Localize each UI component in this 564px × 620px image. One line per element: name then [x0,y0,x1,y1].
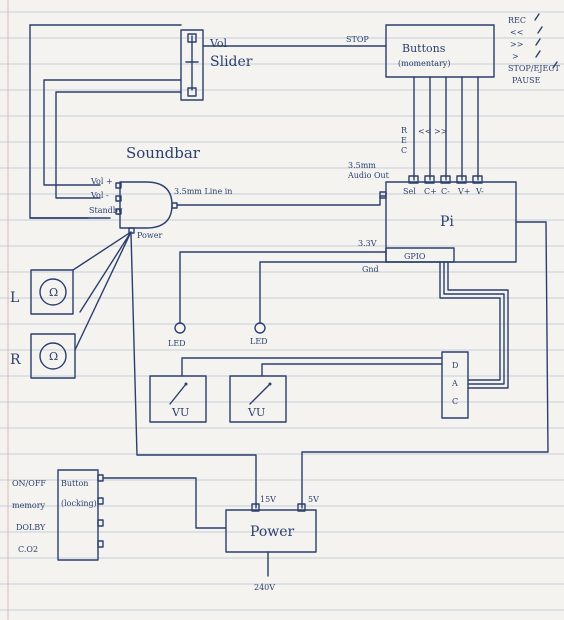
amp-pin-vol-minus [115,195,122,202]
buttons-box-subtitle: (momentary) [398,59,450,68]
dac-vu-left-wire [181,357,443,377]
led-left-wire [179,251,387,323]
pi-label: Pi [440,214,454,230]
vu-meter-left [149,375,207,423]
switch-label-on-off: ON/OFF [12,479,46,488]
switch-pin-1 [97,474,104,482]
pi-pin-v-minus: V- [475,187,484,196]
legend-forward: >> [510,40,523,49]
power-5v-label: 5V [308,495,319,504]
switch-box-title: Button [61,479,88,488]
pi-label-3v3: 3.3V [358,239,377,248]
audio-out-jack [379,191,387,199]
slider-label-slider: Slider [210,54,253,70]
switch-box-subtitle: (locking) [61,499,97,508]
amp-label-vol-minus: Vol - [90,191,109,200]
legend-rec: REC [508,16,526,25]
speaker-right: Ω [30,333,76,379]
rec-letter-e: E [401,136,407,145]
power-5v-wire [301,221,549,509]
audio-out-label-1: 3.5mm [348,161,376,170]
speaker-wires [72,231,132,351]
led-right-label: LED [250,337,268,346]
slider-label-vol: Vol [209,37,228,50]
switch-label-dolby: DOLBY [16,523,46,532]
locking-switch-box [57,469,99,561]
gpio-header [385,247,455,263]
legend-stop-eject: STOP/EJECT [508,64,560,73]
switch-label-co2: C.O2 [18,545,38,554]
dac-letter-a: A [451,379,458,388]
amp-pin-line-in [171,202,178,209]
bus-label-rewind: << [418,127,431,136]
dac-vu-right-wire [261,363,443,377]
soundbar-title: Soundbar [126,144,201,162]
vu-meter-right [229,375,287,423]
button-legend: REC << >> > STOP/EJECT PAUSE [508,13,560,85]
mains-label: 240V [254,583,275,592]
amp-pin-vol-plus [115,182,122,189]
pi-pin-v-plus: V+ [457,187,470,196]
standby-wire-outer [29,24,89,219]
led-right [254,322,266,334]
amp-pin-standby [115,208,122,215]
speaker-left-label: L [10,290,19,306]
speaker-right-glyph: Ω [49,350,58,363]
pi-label-gnd: Gnd [362,265,379,274]
amplifier [119,181,173,229]
legend-pause: PAUSE [512,76,541,85]
switch-pin-4 [97,540,104,548]
buttons-box-title: Buttons [402,42,446,55]
bus-label-forward: >> [434,127,447,136]
led-left [174,322,186,334]
gpio-dac-bundle [439,261,509,389]
legend-play: > [512,52,519,61]
volume-slider [180,29,204,101]
vu-meter-right-label: VU [247,406,265,419]
vol-minus-wire [55,91,182,199]
power-15v-label: 15V [260,495,276,504]
line-in-wire [176,195,387,206]
led-right-wire [259,261,387,323]
amp-label-standby: Standby [89,206,123,215]
button-bus-wires [408,76,483,184]
switch-label-memory: memory [12,501,46,510]
vol-plus-wire [43,79,182,186]
line-in-label: 3.5mm Line in [174,187,232,196]
rec-letter-r: R [401,126,408,135]
dac-letter-d: D [452,361,458,370]
buttons-box [385,24,495,78]
led-left-label: LED [168,339,186,348]
pi-pin-c-minus: C- [441,187,450,196]
switch-pin-3 [97,519,104,527]
legend-rewind: << [510,28,523,37]
power-label: Power [250,524,295,540]
gpio-label: GPIO [404,252,426,261]
speaker-left: Ω [30,269,74,315]
vu-meter-left-label: VU [171,406,189,419]
switch-power-wire [102,477,227,529]
speaker-left-glyph: Ω [49,286,58,299]
amp-label-power: Power [137,231,162,240]
switch-pin-2 [97,497,104,505]
speaker-right-label: R [10,352,21,368]
dac-letter-c: C [452,397,458,406]
power-pin-15v [251,503,260,512]
pi-pin-sel: Sel [403,187,416,196]
power-supply [225,509,317,553]
power-15v-wire [130,232,257,509]
pi-pin-c-plus: C+ [424,187,437,196]
power-pin-5v [297,503,306,512]
dac [441,351,469,419]
rec-letter-c: C [401,146,407,155]
stop-label: STOP [346,35,369,44]
audio-out-label-2: Audio Out [347,171,390,180]
amp-label-vol-plus: Vol + [90,177,113,186]
